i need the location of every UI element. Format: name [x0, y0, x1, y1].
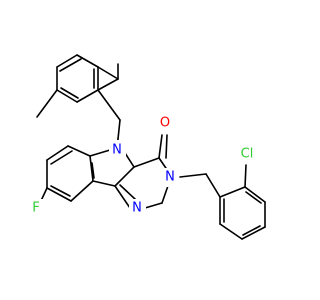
bond — [89, 149, 111, 157]
bond — [119, 184, 137, 201]
bond — [144, 202, 163, 209]
bond — [219, 186, 246, 198]
bond — [97, 78, 119, 91]
bond — [59, 58, 82, 72]
bond — [60, 87, 79, 99]
bond — [46, 145, 69, 161]
bond — [76, 89, 99, 103]
bond — [244, 186, 266, 203]
bond — [46, 187, 72, 202]
bond-lines — [36, 54, 266, 240]
imine-nitrogen-label: N — [132, 201, 142, 216]
bond — [56, 89, 78, 103]
atom-labels: N O N N F Cl — [28, 114, 258, 218]
fluorine-label: F — [32, 201, 39, 216]
bond — [242, 225, 261, 236]
bond — [50, 185, 71, 197]
bond — [36, 89, 58, 118]
atom-label-background — [157, 114, 174, 133]
molecule-structure: N O N N F Cl — [28, 54, 266, 240]
bond — [97, 66, 119, 80]
bond — [114, 185, 131, 209]
bond — [114, 166, 135, 187]
bond — [117, 119, 121, 140]
bond — [158, 134, 163, 159]
bond — [67, 145, 91, 157]
bond — [70, 180, 94, 202]
bond — [89, 155, 94, 182]
bond — [50, 150, 73, 165]
bond — [244, 164, 247, 188]
atom-label-background — [109, 140, 126, 159]
bond — [241, 226, 266, 240]
carbonyl-oxygen-label: O — [160, 116, 170, 131]
bond — [124, 152, 135, 168]
atom-label-background — [162, 168, 179, 187]
bond — [133, 157, 160, 168]
indole-nitrogen-label: N — [112, 143, 122, 158]
atom-label-background — [236, 145, 258, 164]
atom-label-background — [28, 199, 45, 218]
bond — [205, 173, 221, 198]
atom-label-background — [129, 199, 146, 218]
amide-nitrogen-label: N — [165, 170, 175, 185]
bond — [56, 54, 78, 68]
bond — [219, 223, 243, 240]
bond — [91, 162, 95, 179]
bond — [245, 191, 262, 204]
bond — [179, 173, 207, 178]
bond — [97, 89, 121, 121]
chlorine-label: Cl — [241, 147, 254, 162]
bond — [76, 54, 99, 68]
bond — [92, 180, 116, 187]
bond — [165, 134, 168, 159]
